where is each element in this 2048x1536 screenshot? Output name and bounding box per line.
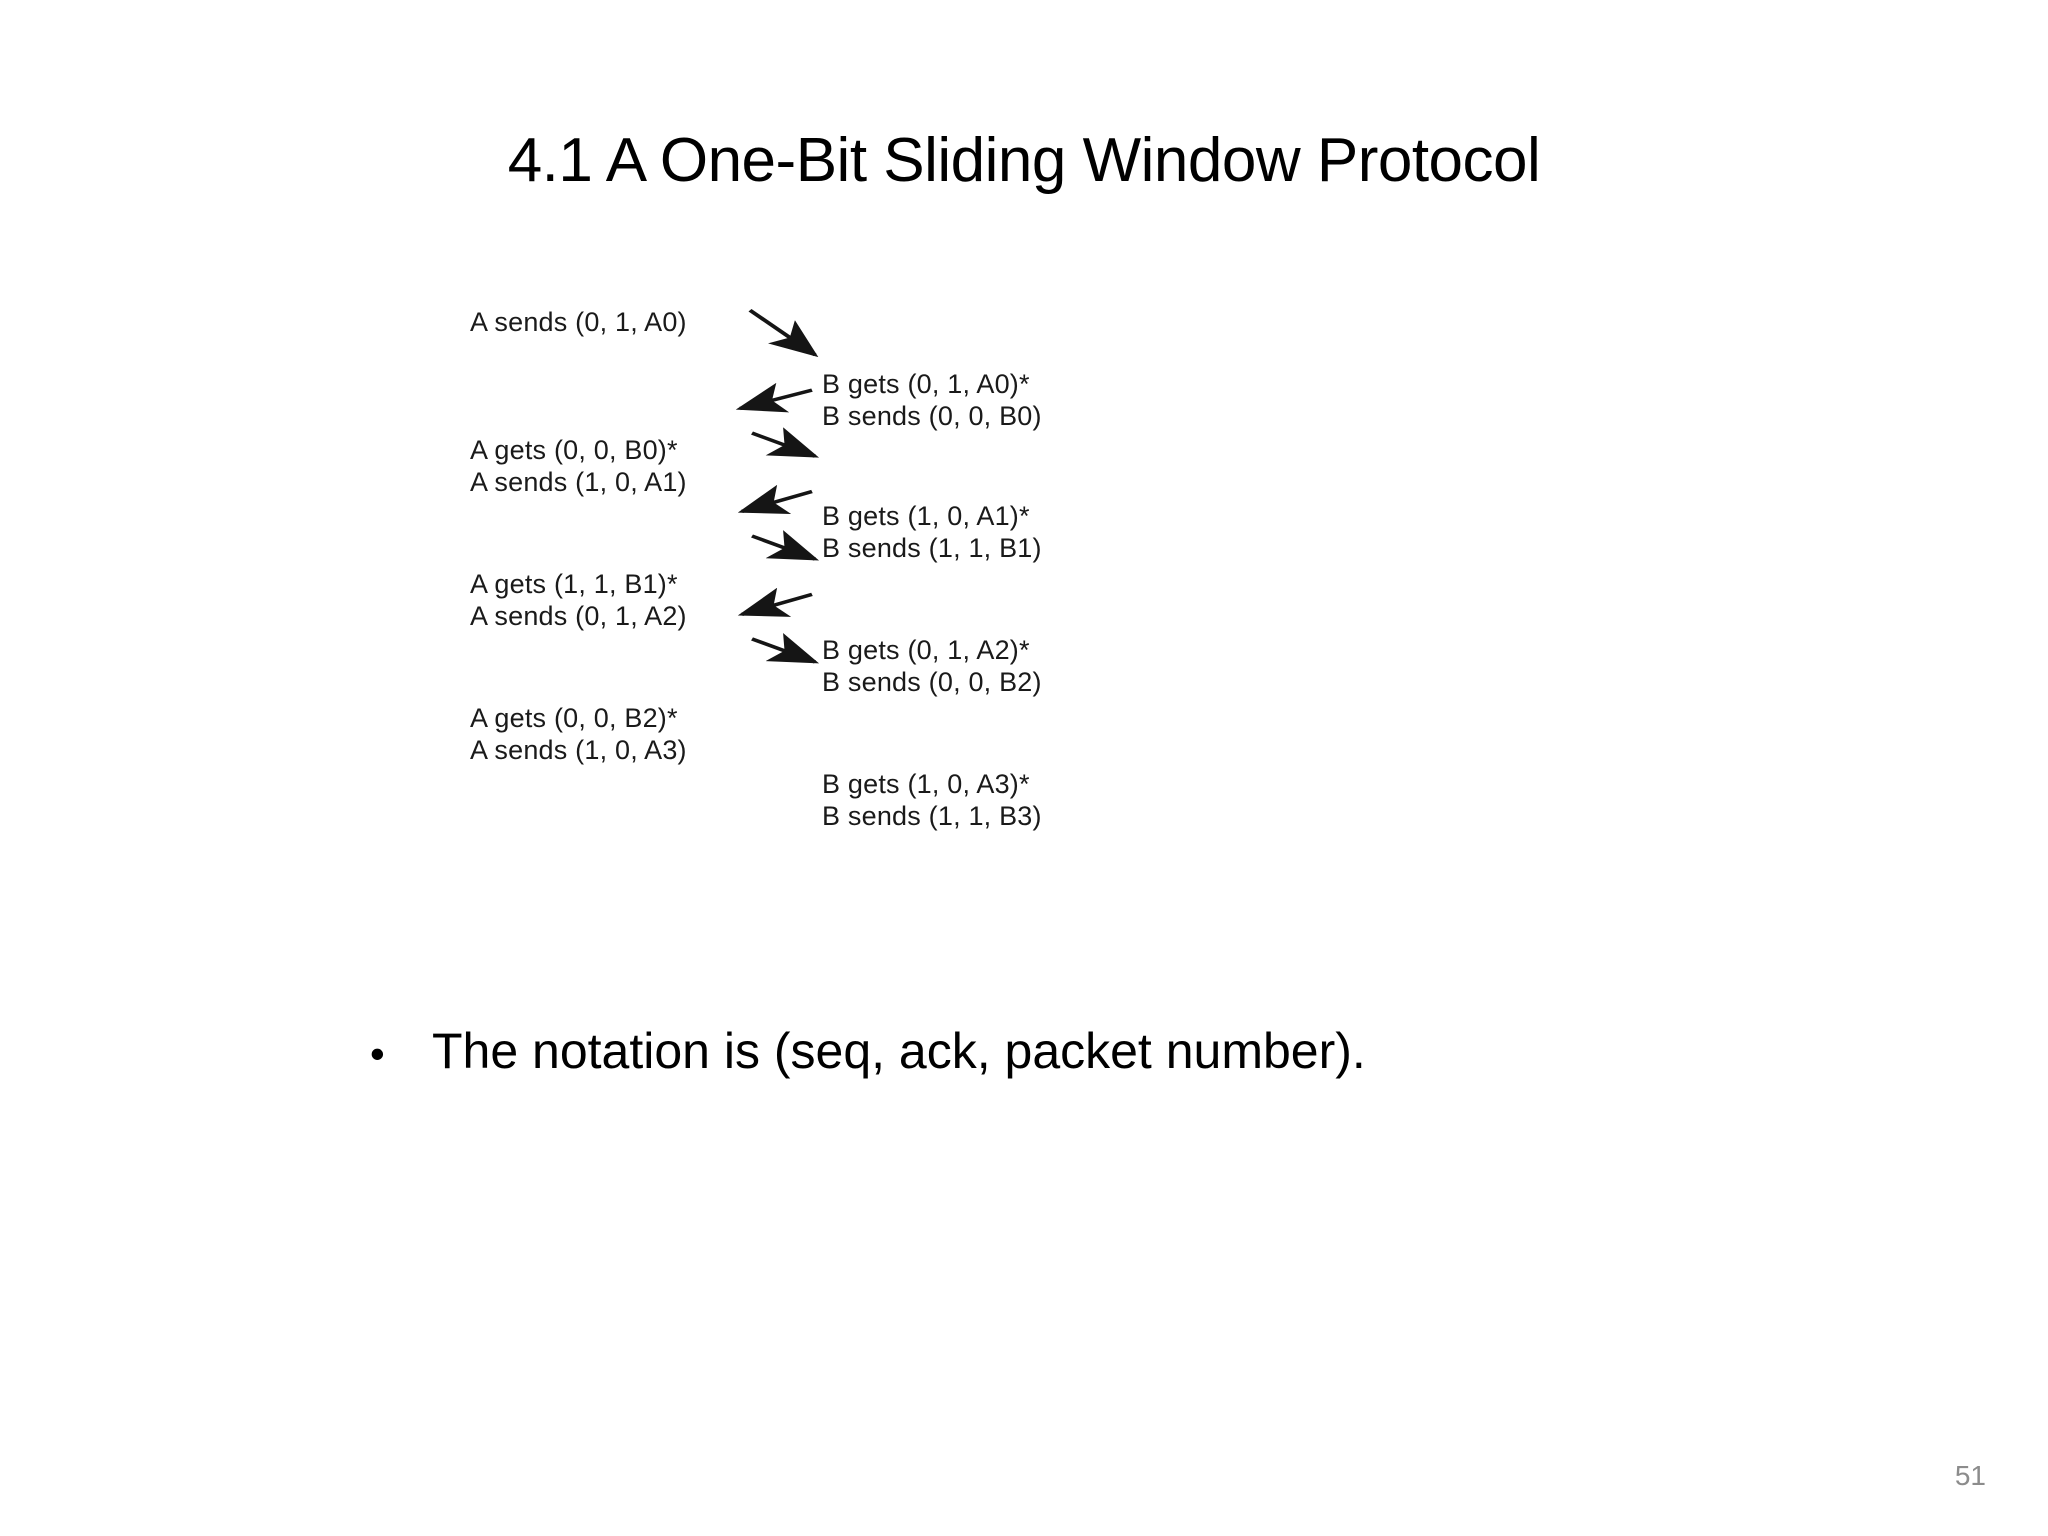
protocol-trace-diagram: A sends (0, 1, A0) A gets (0, 0, B0)* A … (440, 278, 1460, 831)
arrow-a2-to-b (751, 530, 820, 561)
diagram-message-a-round-1: A gets (0, 0, B0)* A sends (1, 0, A1) (470, 434, 687, 498)
message-line: A sends (0, 1, A2) (470, 601, 687, 631)
diagram-message-a-round-0: A sends (0, 1, A0) (470, 306, 687, 338)
arrow-b2-to-a (737, 587, 813, 617)
message-line: A gets (0, 0, B2)* (470, 703, 678, 733)
message-line: B sends (0, 0, B0) (822, 401, 1042, 431)
message-line: A sends (0, 1, A0) (470, 307, 687, 337)
diagram-message-a-round-3: A gets (0, 0, B2)* A sends (1, 0, A3) (470, 702, 687, 766)
diagram-message-b-round-1: B gets (1, 0, A1)* B sends (1, 1, B1) (822, 500, 1042, 564)
page-title: 4.1 A One-Bit Sliding Window Protocol (507, 126, 1541, 195)
message-line: B sends (1, 1, B1) (822, 533, 1042, 563)
diagram-message-b-round-0: B gets (0, 1, A0)* B sends (0, 0, B0) (822, 368, 1042, 432)
arrow-b0-to-a (735, 382, 813, 413)
message-line: B sends (0, 0, B2) (822, 667, 1042, 697)
arrow-b1-to-a (737, 484, 813, 514)
arrow-a3-to-b (751, 633, 820, 664)
arrow-a0-to-b (748, 308, 819, 358)
message-line: B gets (1, 0, A3)* (822, 769, 1030, 799)
message-line: B gets (0, 1, A0)* (822, 369, 1030, 399)
diagram-message-b-round-2: B gets (0, 1, A2)* B sends (0, 0, B2) (822, 634, 1042, 698)
arrow-layer (735, 308, 820, 664)
message-line: A gets (1, 1, B1)* (470, 569, 678, 599)
message-line: B gets (1, 0, A1)* (822, 501, 1030, 531)
bullet-item-label: The notation is (seq, ack, packet number… (432, 1023, 1366, 1079)
message-line: B sends (1, 1, B3) (822, 801, 1042, 831)
arrow-a1-to-b (751, 427, 820, 458)
message-line: A sends (1, 0, A3) (470, 735, 687, 765)
bullet-dot-icon: • (370, 1030, 385, 1077)
diagram-message-a-round-2: A gets (1, 1, B1)* A sends (0, 1, A2) (470, 568, 687, 632)
message-line: A gets (0, 0, B0)* (470, 435, 678, 465)
bullet-list-item: • The notation is (seq, ack, packet numb… (370, 1024, 1870, 1079)
page-number: 51 (1954, 1460, 1986, 1491)
diagram-message-b-round-3: B gets (1, 0, A3)* B sends (1, 1, B3) (822, 768, 1042, 832)
message-line: A sends (1, 0, A1) (470, 467, 687, 497)
message-line: B gets (0, 1, A2)* (822, 635, 1030, 665)
